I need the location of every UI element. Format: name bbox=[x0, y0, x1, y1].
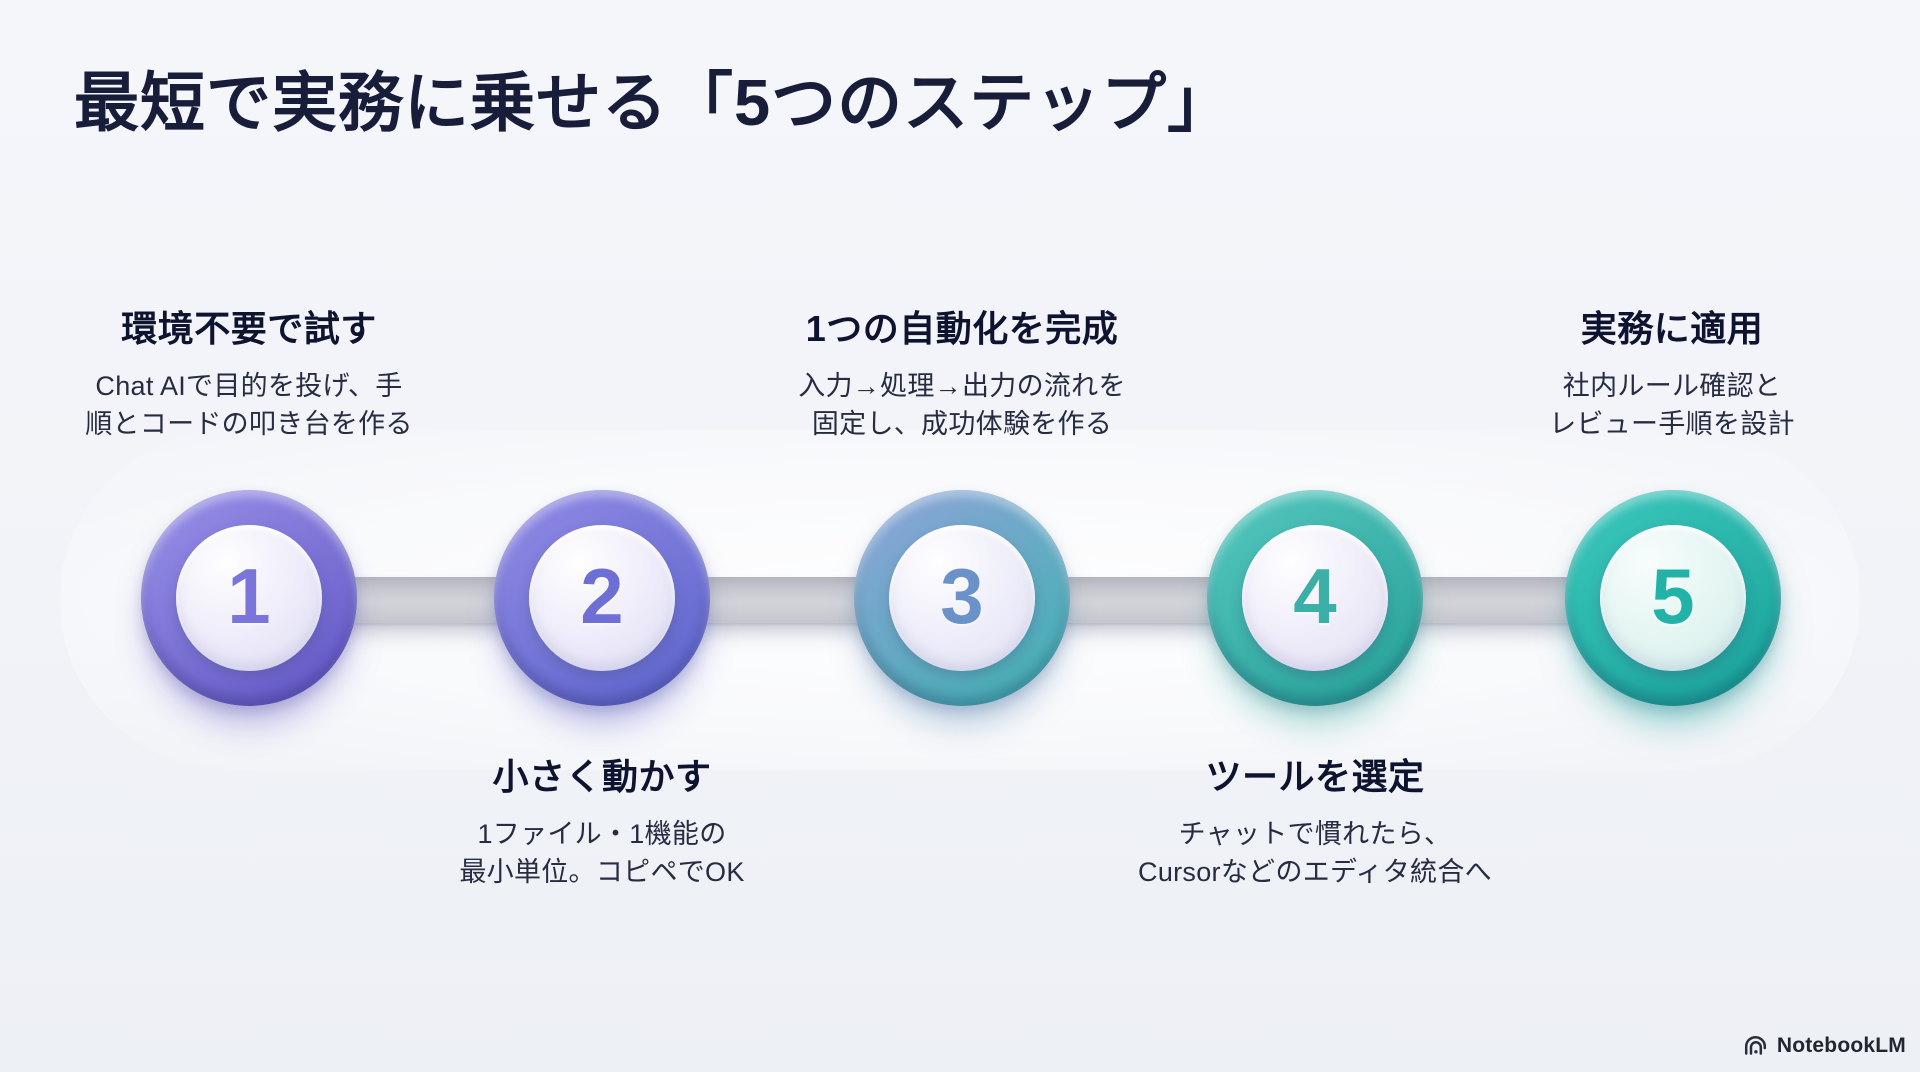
step-label-5: 実務に適用 社内ルール確認と レビュー手順を設計 bbox=[1442, 300, 1902, 444]
step-number: 4 bbox=[1293, 552, 1337, 640]
step-title: ツールを選定 bbox=[1205, 756, 1425, 797]
step-circle-2: 2 bbox=[494, 490, 710, 706]
step-circle-1: 1 bbox=[141, 490, 357, 706]
page-title: 最短で実務に乗せる「5つのステップ」 bbox=[74, 66, 1234, 139]
step-number: 3 bbox=[940, 552, 984, 640]
step-desc: チャットで慣れたら、 Cursorなどのエディタ統合へ bbox=[1138, 819, 1492, 887]
step-circle-inner: 4 bbox=[1242, 525, 1388, 671]
step-label-1: 環境不要で試す Chat AIで目的を投げ、手 順とコードの叩き台を作る bbox=[19, 300, 479, 444]
step-number: 2 bbox=[580, 552, 624, 640]
step-desc: 1ファイル・1機能の 最小単位。コピペでOK bbox=[459, 819, 745, 887]
step-circle-inner: 5 bbox=[1600, 525, 1746, 671]
step-title: 小さく動かす bbox=[492, 756, 712, 797]
step-label-3: 1つの自動化を完成 入力→処理→出力の流れを 固定し、成功体験を作る bbox=[732, 300, 1192, 444]
brand-badge: NotebookLM bbox=[1743, 1034, 1906, 1058]
step-label-2: 小さく動かす 1ファイル・1機能の 最小単位。コピペでOK bbox=[372, 748, 832, 892]
step-circle-inner: 1 bbox=[176, 525, 322, 671]
step-circle-inner: 2 bbox=[529, 525, 675, 671]
step-circle-4: 4 bbox=[1207, 490, 1423, 706]
step-number: 1 bbox=[227, 552, 271, 640]
step-circle-inner: 3 bbox=[889, 525, 1035, 671]
step-title: 実務に適用 bbox=[1580, 308, 1764, 349]
step-desc: Chat AIで目的を投げ、手 順とコードの叩き台を作る bbox=[85, 371, 413, 439]
step-circle-5: 5 bbox=[1565, 490, 1781, 706]
step-label-4: ツールを選定 チャットで慣れたら、 Cursorなどのエディタ統合へ bbox=[1085, 748, 1545, 892]
step-desc: 入力→処理→出力の流れを 固定し、成功体験を作る bbox=[798, 371, 1126, 439]
step-title: 環境不要で試す bbox=[121, 308, 377, 349]
notebooklm-logo-icon bbox=[1743, 1035, 1770, 1057]
step-title: 1つの自動化を完成 bbox=[805, 308, 1119, 349]
step-number: 5 bbox=[1651, 552, 1695, 640]
step-circle-3: 3 bbox=[854, 490, 1070, 706]
step-desc: 社内ルール確認と レビュー手順を設計 bbox=[1549, 371, 1795, 439]
brand-name: NotebookLM bbox=[1776, 1034, 1906, 1057]
